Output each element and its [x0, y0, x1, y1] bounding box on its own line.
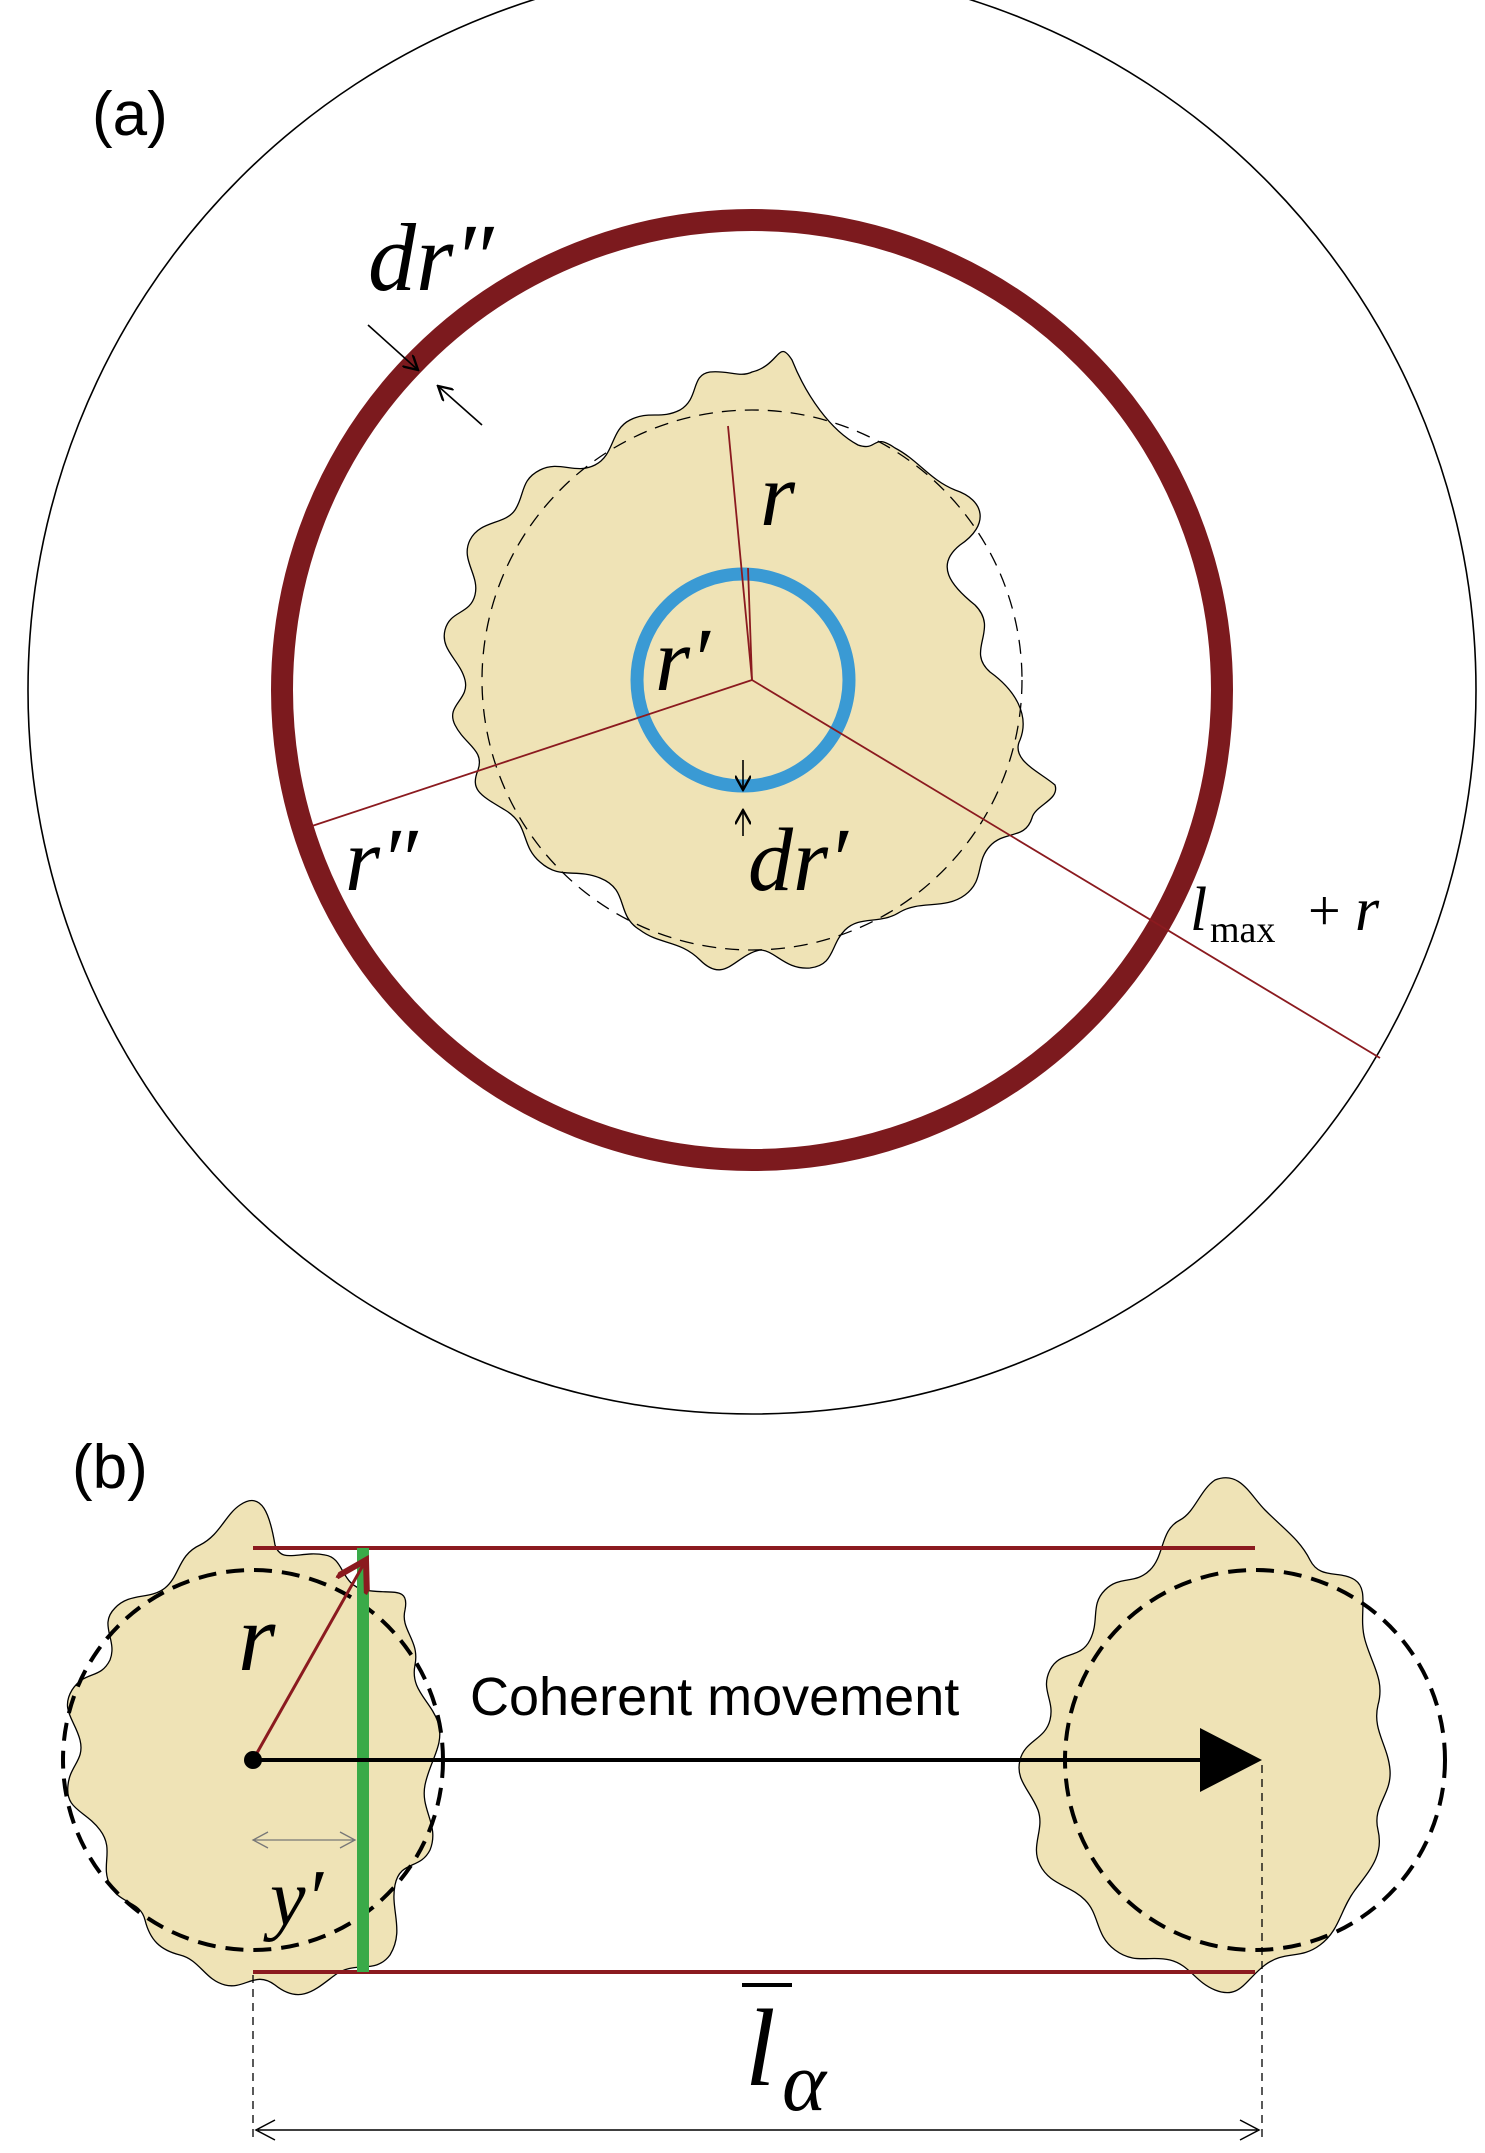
- label-y-prime: y′: [263, 1855, 325, 1943]
- label-r-double-prime: r″: [345, 811, 419, 910]
- movement-arrowhead: [1200, 1728, 1262, 1792]
- dashed-circle-r: [481, 409, 1023, 951]
- svg-text:α: α: [782, 2036, 828, 2129]
- panel-b: (b): [61, 1433, 1447, 2141]
- panel-a-label: (a): [92, 80, 168, 149]
- l-alpha-dimension: [252, 1765, 1263, 2141]
- svg-text:+: +: [1308, 878, 1341, 943]
- panel-b-label: (b): [72, 1433, 148, 1502]
- radius-r-double-prime-line: [311, 679, 753, 827]
- label-dr-prime: dr′: [748, 811, 849, 910]
- label-dr-double-prime: dr″: [368, 204, 494, 311]
- y-prime-dimension: [251, 1831, 357, 1849]
- svg-text:max: max: [1210, 909, 1275, 951]
- radius-r-prime-line: [747, 567, 753, 681]
- svg-text:l: l: [745, 1987, 776, 2109]
- radius-r-arrow: [251, 1560, 366, 1761]
- grain-left: [66, 1499, 441, 1996]
- panel-a: (a) dr″ r r′ r″ dr′ l: [27, 0, 1477, 1415]
- label-lmax-plus-r: l max + r: [1190, 876, 1380, 951]
- radius-r-line: [727, 425, 753, 681]
- movement-label: Coherent movement: [470, 1667, 959, 1727]
- label-l-alpha: l α: [742, 1983, 828, 2129]
- outer-circle: [27, 0, 1477, 1415]
- dark-red-annulus: [271, 209, 1233, 1171]
- label-r-b: r: [238, 1584, 276, 1691]
- svg-text:l: l: [1190, 876, 1207, 944]
- svg-text:r: r: [1355, 876, 1380, 944]
- label-r: r: [760, 446, 796, 545]
- radius-lmax-line: [751, 679, 1381, 1059]
- dr-double-prime-marker: [367, 324, 483, 426]
- label-r-prime: r′: [655, 611, 711, 710]
